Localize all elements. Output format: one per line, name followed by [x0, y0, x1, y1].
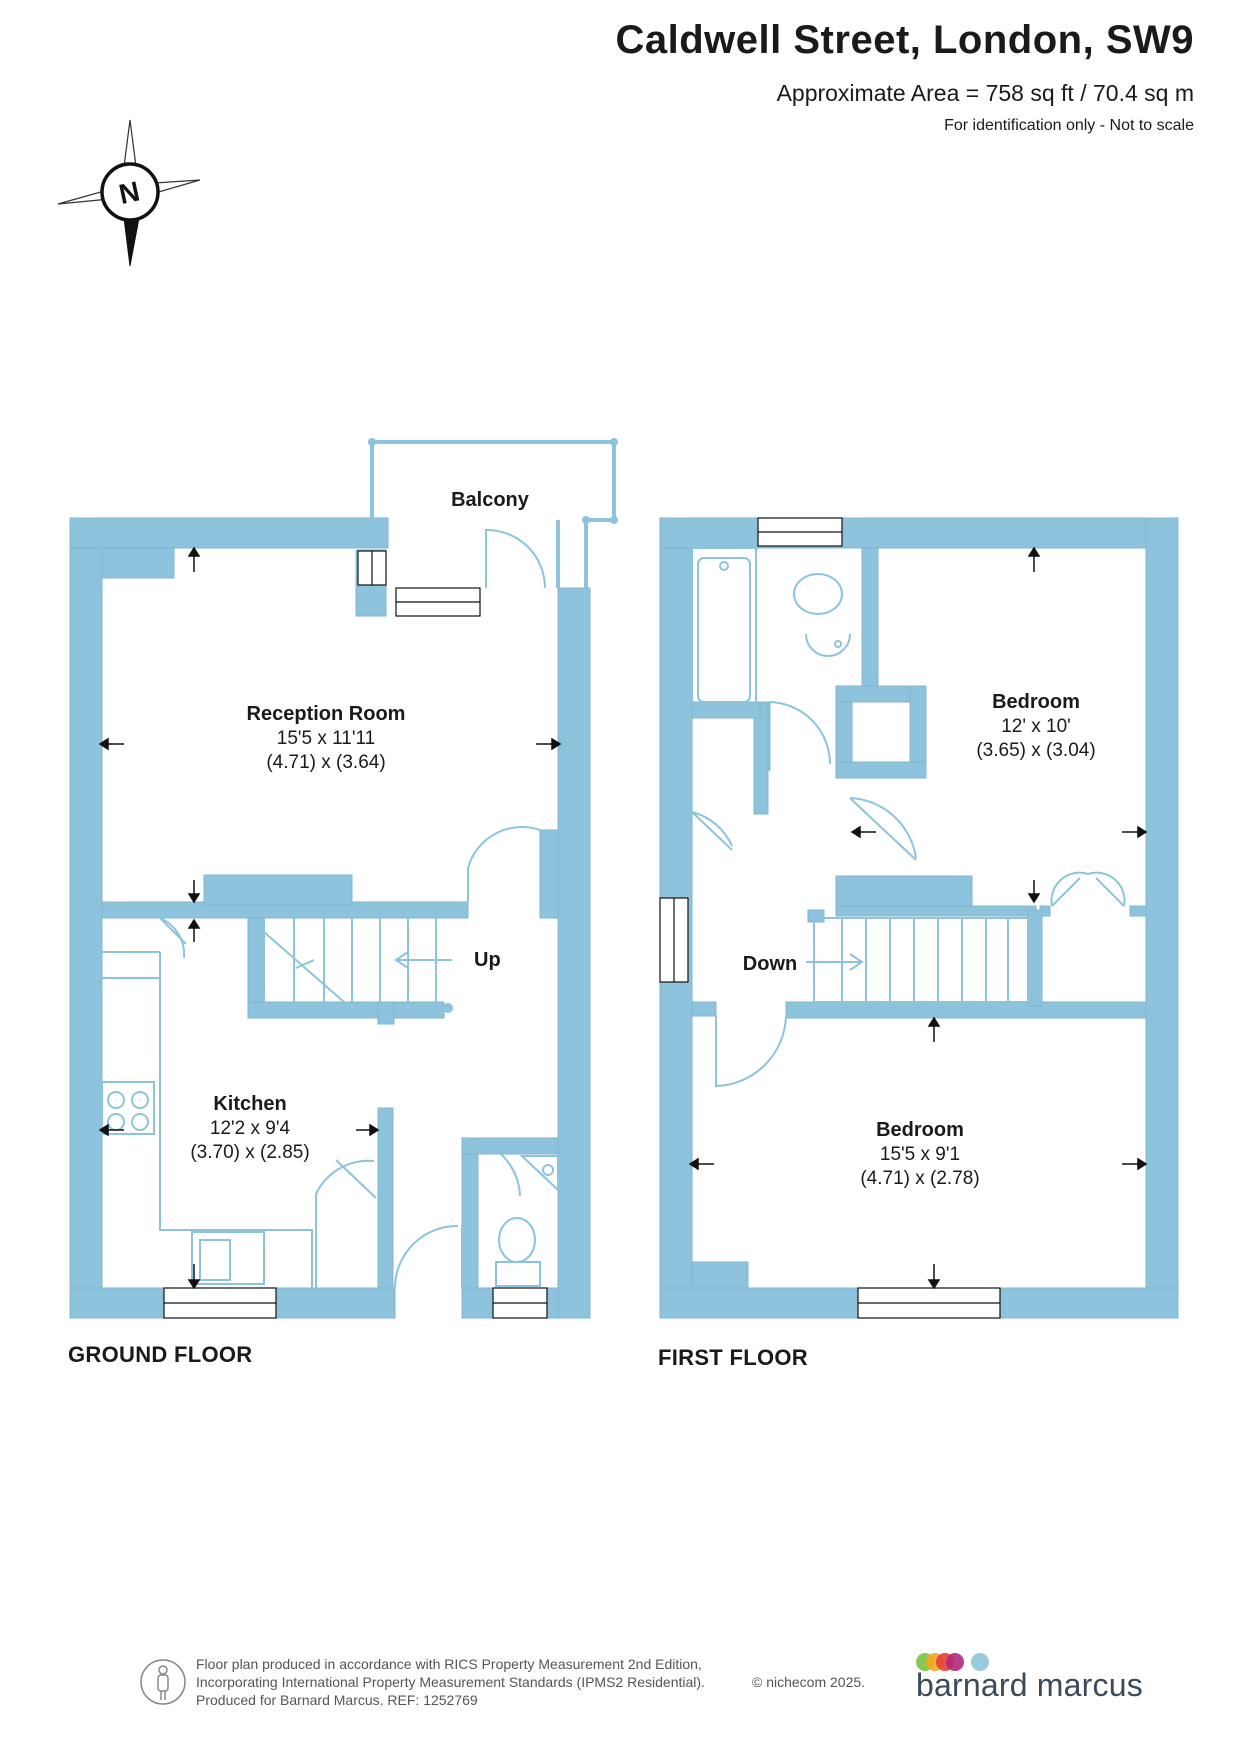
- bedroom2-metric: (4.71) x (2.78): [860, 1168, 979, 1189]
- kitchen-units: [101, 951, 313, 1288]
- ground-floor-label: GROUND FLOOR: [68, 1342, 253, 1367]
- stairs-up-label: Up: [474, 949, 501, 971]
- room-labels: Balcony Reception Room 15'5 x 11'11 (4.7…: [190, 489, 1095, 1189]
- brand-logo-icon: [916, 1653, 989, 1671]
- reception-imperial: 15'5 x 11'11: [277, 728, 375, 749]
- ground-stairs: [263, 918, 453, 1013]
- first-floor-windows: [659, 517, 1001, 1319]
- first-floor-doors: [691, 701, 1126, 1088]
- disclaimer-note: For identification only - Not to scale: [944, 117, 1194, 134]
- bathroom-fittings: [691, 547, 851, 705]
- kitchen-label: Kitchen: [213, 1093, 286, 1115]
- bedroom1-imperial: 12' x 10': [1001, 716, 1071, 737]
- footer-line-1: Floor plan produced in accordance with R…: [196, 1656, 702, 1672]
- balcony-posts: [368, 438, 618, 524]
- copyright-text: © nichecom 2025.: [752, 1674, 866, 1690]
- bedroom1-metric: (3.65) x (3.04): [976, 740, 1095, 761]
- kitchen-imperial: 12'2 x 9'4: [210, 1118, 291, 1139]
- footer-line-3: Produced for Barnard Marcus. REF: 125276…: [196, 1692, 478, 1708]
- approximate-area: Approximate Area = 758 sq ft / 70.4 sq m: [776, 80, 1194, 106]
- wc-fittings: [495, 1155, 559, 1287]
- footer-line-2: Incorporating International Property Mea…: [196, 1674, 705, 1690]
- person-icon: [140, 1659, 186, 1705]
- footer-text: Floor plan produced in accordance with R…: [196, 1655, 705, 1709]
- reception-label: Reception Room: [247, 703, 406, 725]
- first-floor-label: FIRST FLOOR: [658, 1345, 808, 1370]
- bedroom2-label: Bedroom: [876, 1119, 964, 1141]
- dimension-arrows: [98, 546, 1148, 1290]
- balcony-label: Balcony: [451, 489, 530, 511]
- property-title: Caldwell Street, London, SW9: [615, 18, 1194, 62]
- stairs-down-label: Down: [743, 953, 797, 975]
- ground-floor-windows: [163, 550, 548, 1319]
- first-floor-stairs: [806, 917, 1029, 1003]
- ground-floor-walls: [69, 517, 591, 1319]
- bedroom2-imperial: 15'5 x 9'1: [880, 1144, 960, 1165]
- ground-floor-doors: [159, 528, 546, 1289]
- brand-name: barnard marcus: [916, 1667, 1143, 1703]
- bedroom1-label: Bedroom: [992, 691, 1080, 713]
- compass-icon: N: [57, 119, 201, 267]
- kitchen-metric: (3.70) x (2.85): [190, 1142, 309, 1163]
- balcony-outline: [370, 440, 616, 588]
- reception-metric: (4.71) x (3.64): [266, 752, 385, 773]
